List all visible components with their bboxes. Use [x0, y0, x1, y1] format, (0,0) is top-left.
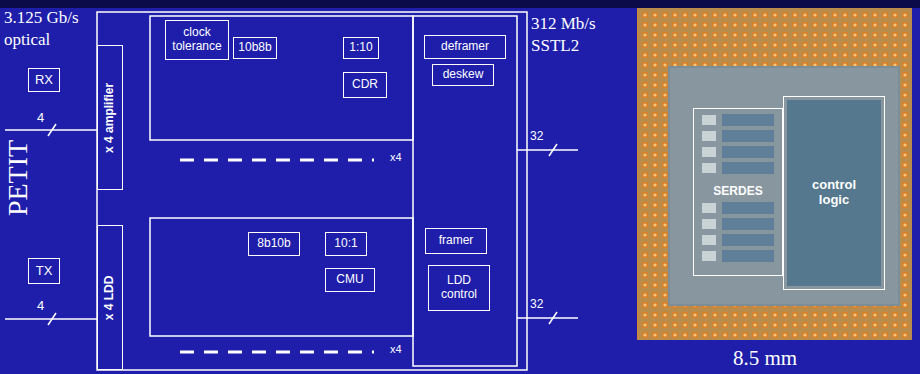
ldd-control-box: LDD control: [428, 265, 490, 311]
receiver-box: RX: [28, 68, 60, 92]
bus-slash: [48, 124, 56, 136]
parallel-bus: [517, 317, 578, 319]
deskew-box: deskew: [432, 64, 494, 86]
block-label: LDD control: [432, 274, 486, 302]
bus-width: 4: [37, 111, 44, 126]
parallel-rate: 312 Mb/s: [531, 14, 596, 34]
lane-repeat-dashes: [180, 351, 374, 354]
block-label: x 4 amplifier: [103, 82, 117, 152]
title-bar: [0, 0, 920, 8]
block-label: CDR: [352, 78, 378, 92]
block-label: deskew: [443, 68, 484, 82]
bus-slash: [549, 312, 557, 324]
block-label: x 4 LDD: [103, 275, 117, 320]
block-label: SERDES: [713, 185, 762, 199]
tx-lane-box: [150, 218, 413, 336]
lane-count: x4: [390, 343, 402, 356]
bus-slash: [549, 144, 557, 156]
die-dimension: 8.5 mm: [733, 346, 797, 370]
bus-slash: [48, 313, 56, 325]
laser-driver-box: x 4 LDD: [97, 225, 123, 370]
lane-repeat-dashes: [180, 159, 374, 162]
block-label: CMU: [336, 273, 363, 287]
block-label: 10:1: [334, 237, 357, 251]
block-label: RX: [35, 73, 53, 88]
cmu-box: CMU: [325, 268, 375, 292]
chip-photo: [637, 8, 912, 340]
module-name: PETIT: [2, 140, 34, 216]
framer-box: framer: [425, 228, 487, 254]
control-logic-region: control logic: [783, 96, 885, 290]
deserializer-box: 1:10: [343, 37, 379, 59]
amplifier-box: x 4 amplifier: [97, 45, 123, 190]
transmitter-box: TX: [28, 258, 60, 284]
chip-outline: [97, 12, 527, 370]
bus-width: 4: [37, 299, 44, 314]
cdr-box: CDR: [343, 72, 387, 98]
io-standard: SSTL2: [531, 36, 579, 56]
block-label: control logic: [802, 178, 866, 208]
serdes-region: SERDES: [693, 108, 783, 276]
bus-width: 32: [530, 130, 543, 144]
block-label: 1:10: [349, 41, 372, 55]
line-rate: 3.125 Gb/s: [4, 8, 79, 28]
decoder-box: 10b8b: [233, 37, 277, 59]
encoder-box: 8b10b: [248, 232, 300, 256]
block-label: 8b10b: [257, 237, 290, 251]
block-label: deframer: [441, 40, 489, 54]
deframer-box: deframer: [424, 35, 506, 59]
parallel-bus: [517, 149, 578, 151]
lane-count: x4: [390, 151, 402, 164]
block-label: TX: [36, 264, 53, 279]
block-label: 10b8b: [238, 41, 271, 55]
bus-width: 32: [530, 298, 543, 312]
block-label: framer: [439, 234, 474, 248]
interface-type: optical: [4, 30, 50, 50]
rx-lane-box: [150, 16, 413, 140]
clock-tolerance-box: clock tolerance: [165, 20, 229, 60]
block-label: clock tolerance: [167, 26, 227, 54]
framing-box: [413, 16, 517, 366]
serializer-box: 10:1: [325, 232, 367, 256]
